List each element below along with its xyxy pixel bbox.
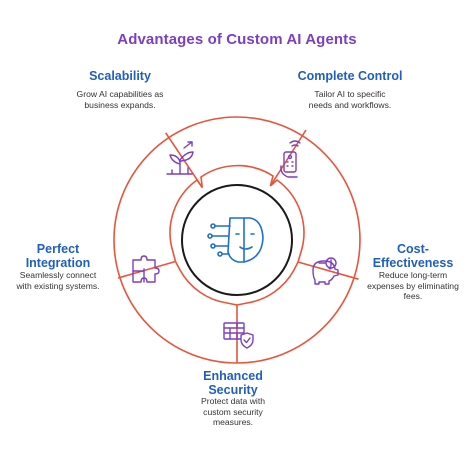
security-grid-icon <box>223 322 254 349</box>
growth-plant-icon <box>166 141 194 175</box>
desc-perfect-integration: Seamlessly connect with existing systems… <box>16 270 100 291</box>
inner-notched-ring <box>169 164 305 306</box>
puzzle-icon <box>132 255 160 283</box>
heading-cost-effectiveness: Cost- Effectiveness <box>372 242 454 270</box>
desc-cost-effectiveness: Reduce long-term expenses by eliminating… <box>367 270 459 301</box>
heading-complete-control: Complete Control <box>297 69 403 83</box>
heading-perfect-integration: Perfect Integration <box>25 242 91 270</box>
heading-enhanced-security: Enhanced Security <box>203 369 263 397</box>
piggy-bank-icon <box>312 257 339 285</box>
heading-scalability: Scalability <box>89 69 151 83</box>
remote-control-icon <box>280 140 301 178</box>
desc-enhanced-security: Protect data with custom security measur… <box>200 396 265 427</box>
page-title: Advantages of Custom AI Agents <box>117 31 357 48</box>
desc-scalability: Grow AI capabilities as business expands… <box>76 89 164 110</box>
desc-complete-control: Tailor AI to specific needs and workflow… <box>308 89 392 110</box>
ai-face-circuit-icon <box>207 217 264 263</box>
center-circle <box>181 184 293 296</box>
